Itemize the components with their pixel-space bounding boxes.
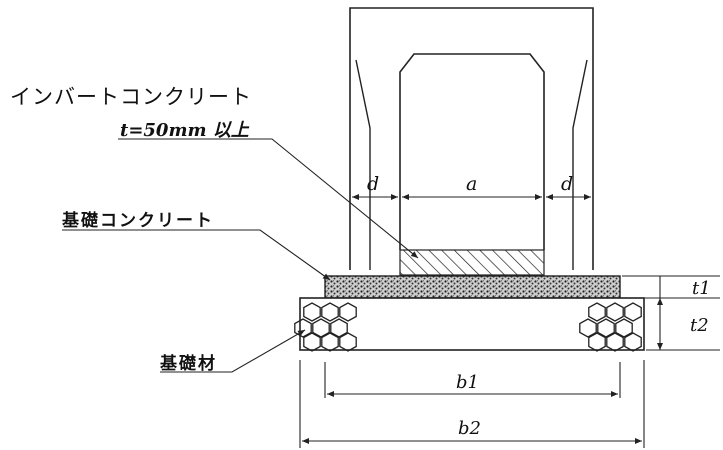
dimension-label-d-right: d: [561, 173, 573, 195]
culvert-opening: [399, 53, 545, 250]
dimension-t1-t2: [622, 275, 720, 351]
dimension-label-b2: b2: [458, 418, 481, 439]
gravel-hexagon: [579, 318, 597, 338]
leader-lines: [62, 138, 419, 373]
dimension-label-t1: t1: [692, 278, 711, 299]
gravel-cluster-left: [294, 302, 357, 352]
gravel-hexagon: [588, 332, 606, 352]
gravel-hexagon: [624, 302, 642, 322]
gravel-hexagon: [339, 332, 357, 352]
gravel-hexagon: [321, 332, 339, 352]
gravel-hexagon: [321, 302, 339, 322]
culvert-outer-wall: [349, 7, 594, 270]
gravel-hexagon: [588, 302, 606, 322]
invert-concrete-label: インバートコンクリート: [10, 85, 252, 109]
gravel-hexagon: [606, 332, 624, 352]
gravel-hexagon: [606, 302, 624, 322]
gravel-hexagon: [303, 332, 321, 352]
invert-thickness-label: t=50mm 以上: [120, 120, 250, 141]
gravel-hexagon: [624, 332, 642, 352]
dimension-label-t2: t2: [690, 315, 709, 336]
base-concrete-label: 基礎コンクリート: [61, 210, 214, 231]
gravel-hexagon: [330, 318, 348, 338]
dimension-label-b1: b1: [456, 372, 479, 393]
dimension-label-d-left: d: [367, 173, 379, 195]
gravel-hexagon: [312, 318, 330, 338]
gravel-hexagon: [303, 302, 321, 322]
gravel-cluster-right: [579, 302, 642, 352]
base-material-label: 基礎材: [159, 353, 217, 374]
gravel-hexagon: [294, 318, 312, 338]
invert-concrete-hatch: [399, 249, 545, 276]
dimension-label-a: a: [466, 173, 477, 195]
gravel-hexagon: [615, 318, 633, 338]
base-concrete-layer: [324, 275, 621, 299]
dimension-b1-b2: [299, 360, 645, 448]
culvert-inner-wall: [355, 59, 588, 270]
gravel-hexagon: [339, 302, 357, 322]
base-material-layer: [299, 297, 645, 351]
gravel-hexagon: [597, 318, 615, 338]
